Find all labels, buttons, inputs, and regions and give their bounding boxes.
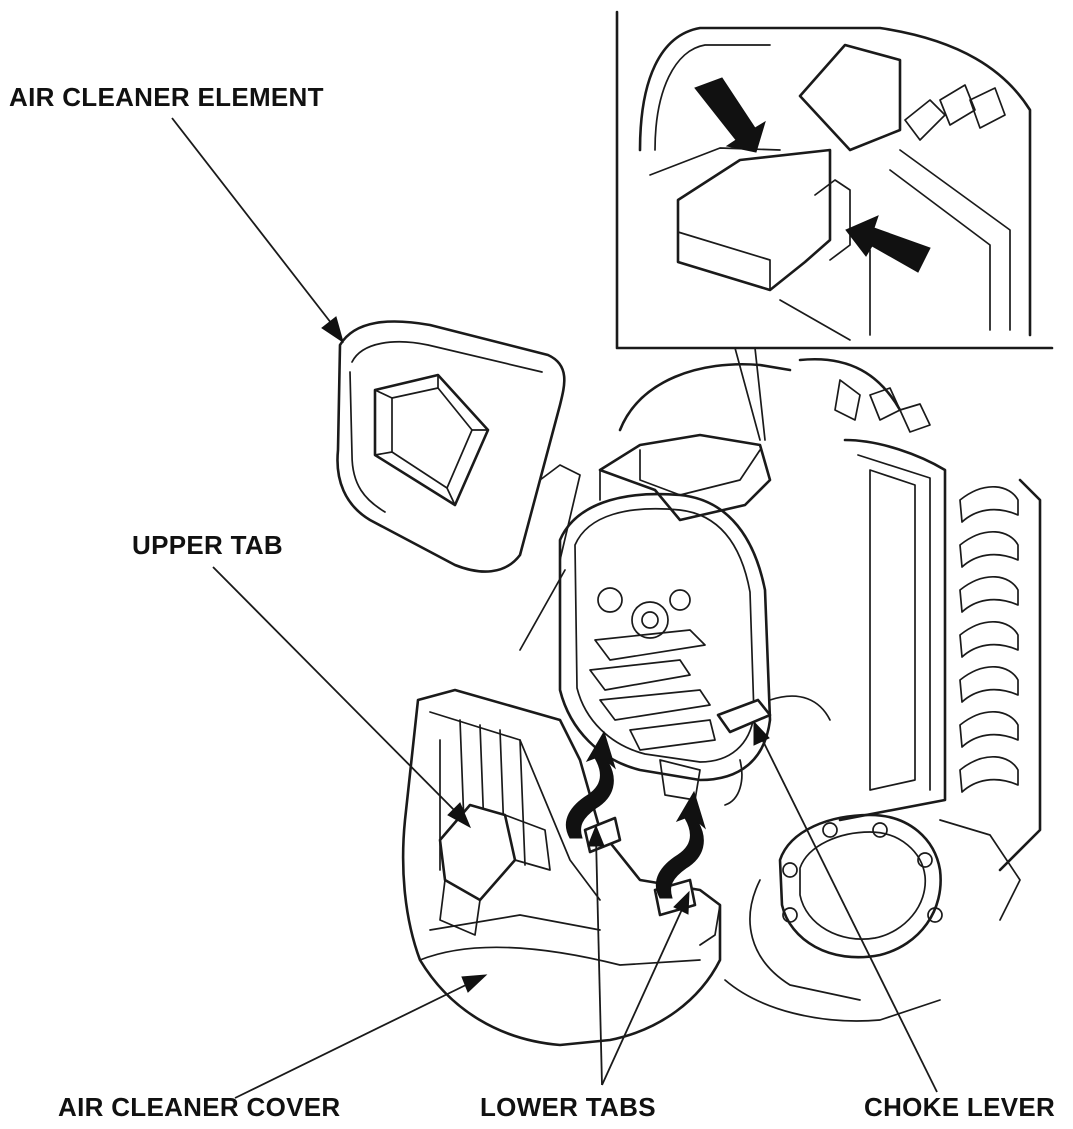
label-upper-tab: UPPER TAB bbox=[132, 530, 284, 560]
detail-inset bbox=[615, 10, 1054, 350]
air-cleaner-element bbox=[336, 320, 566, 573]
insertion-arrow-left bbox=[565, 730, 616, 839]
element-opening bbox=[373, 373, 490, 507]
element-leader-arrowhead bbox=[321, 316, 344, 344]
label-air-cleaner-element: AIR CLEANER ELEMENT bbox=[9, 82, 324, 112]
choke-leader-arrowhead bbox=[753, 720, 770, 746]
lower-tab-right-arrowhead bbox=[673, 890, 690, 915]
label-air-cleaner-cover: AIR CLEANER COVER bbox=[58, 1092, 341, 1122]
lower-tab-left-arrowhead bbox=[587, 824, 605, 847]
insertion-arrow-right bbox=[655, 790, 706, 899]
inset-arrow-left bbox=[694, 77, 766, 153]
air-cleaner-cover bbox=[401, 688, 722, 1047]
inset-housing bbox=[638, 26, 1032, 341]
label-lower-tabs: LOWER TABS bbox=[480, 1092, 656, 1122]
leader-lines bbox=[171, 117, 938, 1099]
inset-arrow-right bbox=[845, 215, 931, 273]
case-interior bbox=[589, 587, 716, 751]
inset-cover-tab bbox=[676, 148, 851, 292]
cooling-fins bbox=[959, 485, 1019, 793]
inset-leader-b bbox=[754, 347, 766, 441]
fuel-cap bbox=[749, 813, 943, 1001]
engine-body bbox=[539, 357, 1042, 1022]
choke-lever bbox=[716, 698, 772, 734]
cover-leader-arrowhead bbox=[461, 974, 488, 993]
label-choke-lever: CHOKE LEVER bbox=[864, 1092, 1056, 1122]
inset-frame bbox=[615, 10, 1054, 350]
upper-tab-leader-arrowhead bbox=[447, 802, 472, 829]
